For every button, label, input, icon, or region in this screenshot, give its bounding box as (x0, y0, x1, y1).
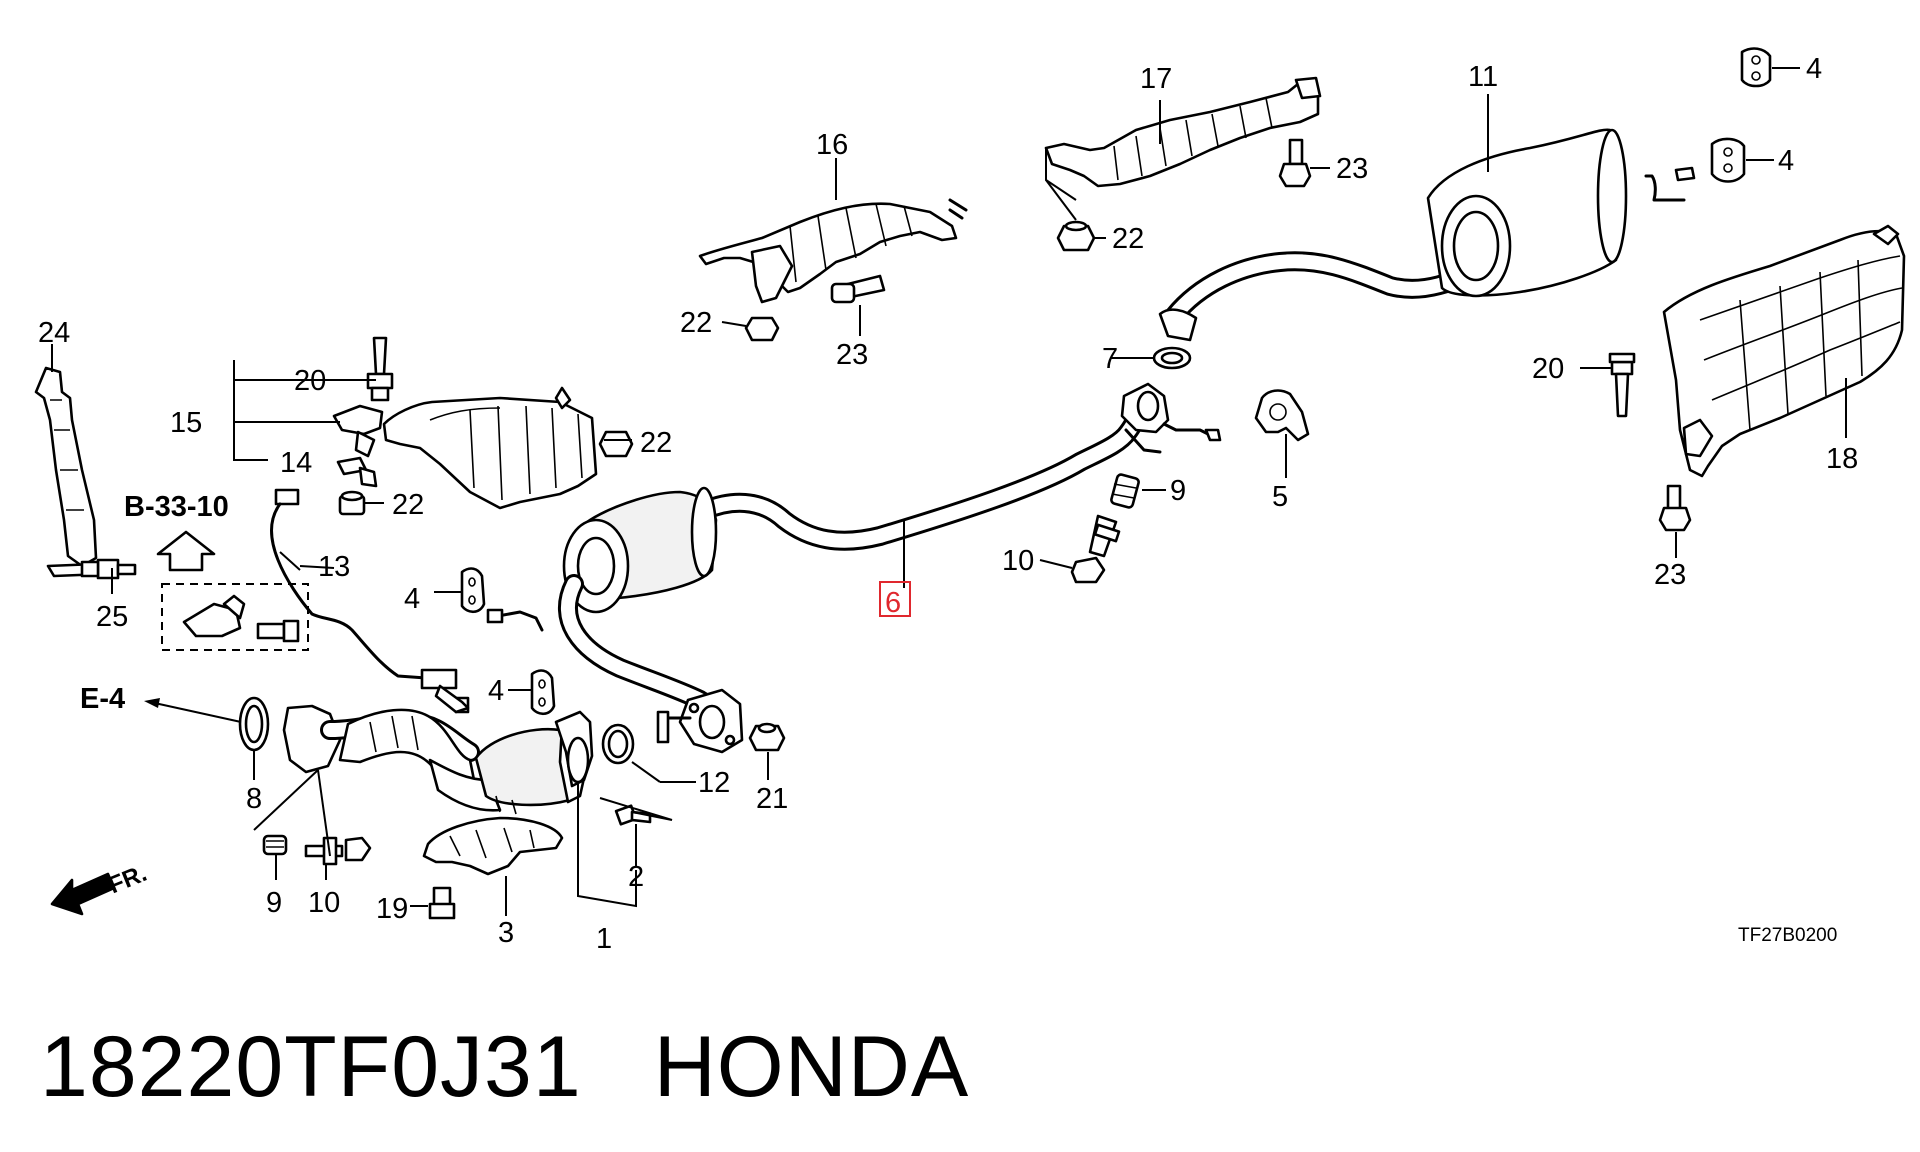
part-10-bolt-upper (1070, 514, 1121, 584)
label-21: 21 (756, 783, 788, 815)
part-9-spring-lower (262, 834, 288, 856)
label-2: 2 (628, 861, 644, 893)
label-23-rear: 23 (1654, 559, 1686, 591)
part-20-bolt-upper-left (366, 336, 394, 402)
label-13: 13 (318, 551, 350, 583)
front-label: FR. (105, 860, 151, 900)
label-9-upper: 9 (1170, 475, 1186, 507)
part-23-bolt-upper-16 (830, 274, 886, 304)
part-22-nut-mid-left (598, 430, 634, 458)
label-4-b: 4 (488, 675, 504, 707)
part-20-bolt-rear (1608, 352, 1636, 418)
label-22-mid: 22 (640, 427, 672, 459)
part-8-gasket (238, 696, 270, 752)
part-10-bolt-lower (304, 836, 372, 866)
part-7-gasket (1152, 346, 1192, 370)
diagram-code: TF27B0200 (1738, 925, 1837, 946)
reference-e4: E-4 (80, 683, 125, 715)
label-8: 8 (246, 783, 262, 815)
label-7: 7 (1102, 343, 1118, 375)
part-14-clip (336, 456, 378, 488)
part-footer: 18220TF0J31 HONDA (40, 1018, 969, 1117)
part-17-heat-shield (1044, 76, 1322, 188)
part-6-highlight-box (879, 581, 911, 617)
part-15-heat-shield (382, 386, 598, 510)
part-16-heat-shield (698, 198, 968, 304)
label-6: 6 (885, 587, 901, 619)
part-22-nut-upper-16 (744, 316, 780, 342)
up-arrow-icon (156, 530, 216, 572)
part-4-hanger-a (460, 567, 486, 614)
part-4-hanger-b (530, 669, 556, 716)
label-4-a: 4 (404, 583, 420, 615)
label-4-d: 4 (1778, 145, 1794, 177)
label-10-upper: 10 (1002, 545, 1034, 577)
part-25-bolt (80, 558, 137, 580)
part-4-hanger-d (1710, 137, 1746, 183)
part-12-gasket-ring (601, 723, 635, 765)
label-20-rear: 20 (1532, 353, 1564, 385)
part-23-bolt-upper-17 (1278, 138, 1312, 188)
part-21-nut (748, 722, 786, 752)
part-3-lower-heat-shield (422, 816, 564, 876)
front-direction-arrow (50, 872, 116, 916)
label-18: 18 (1826, 443, 1858, 475)
label-19: 19 (376, 893, 408, 925)
e4-direction-arrow (144, 698, 242, 723)
label-10-lower: 10 (308, 887, 340, 919)
part-18-rear-heat-shield (1662, 224, 1906, 478)
label-23-upper-16: 23 (836, 339, 868, 371)
part-11-rear-muffler (1158, 128, 1696, 342)
part-22-nut-upper-17 (1056, 220, 1096, 252)
part-22-nut-upper-left (338, 490, 366, 516)
label-16: 16 (816, 129, 848, 161)
label-17: 17 (1140, 63, 1172, 95)
part-number: 18220TF0J31 (40, 1019, 582, 1115)
part-13-oxygen-sensor (270, 488, 470, 714)
label-14: 14 (280, 447, 312, 479)
part-9-spring-upper (1110, 473, 1140, 509)
label-3: 3 (498, 917, 514, 949)
reference-b33-10: B-33-10 (124, 491, 229, 523)
label-4-c: 4 (1806, 53, 1822, 85)
part-6-exhaust-pipe (486, 382, 1222, 754)
brand-name: HONDA (653, 1019, 970, 1115)
part-1-catalytic-converter (282, 704, 594, 815)
label-23-upper-17: 23 (1336, 153, 1368, 185)
label-20-left: 20 (294, 365, 326, 397)
label-15: 15 (170, 407, 202, 439)
part-5-hanger-mount (1254, 389, 1310, 442)
label-22-upper-16: 22 (680, 307, 712, 339)
part-labels: 24 25 20 15 14 22 22 13 4 4 8 9 10 19 3 … (38, 53, 1858, 955)
label-5: 5 (1272, 481, 1288, 513)
label-24: 24 (38, 317, 70, 349)
leader-lines (51, 67, 1847, 916)
label-25: 25 (96, 601, 128, 633)
label-22-upper-17: 22 (1112, 223, 1144, 255)
part-4-hanger-c (1740, 47, 1772, 88)
label-1: 1 (596, 923, 612, 955)
part-24-bracket (34, 366, 106, 578)
part-19-bolt (428, 886, 456, 920)
label-11: 11 (1468, 61, 1498, 93)
part-15-bracket (332, 404, 384, 458)
sensor-bracket-detail (182, 594, 300, 643)
label-22-left: 22 (392, 489, 424, 521)
label-9-lower: 9 (266, 887, 282, 919)
label-12: 12 (698, 767, 730, 799)
sensor-bracket-inset (161, 583, 309, 651)
part-23-bolt-rear (1658, 484, 1692, 532)
